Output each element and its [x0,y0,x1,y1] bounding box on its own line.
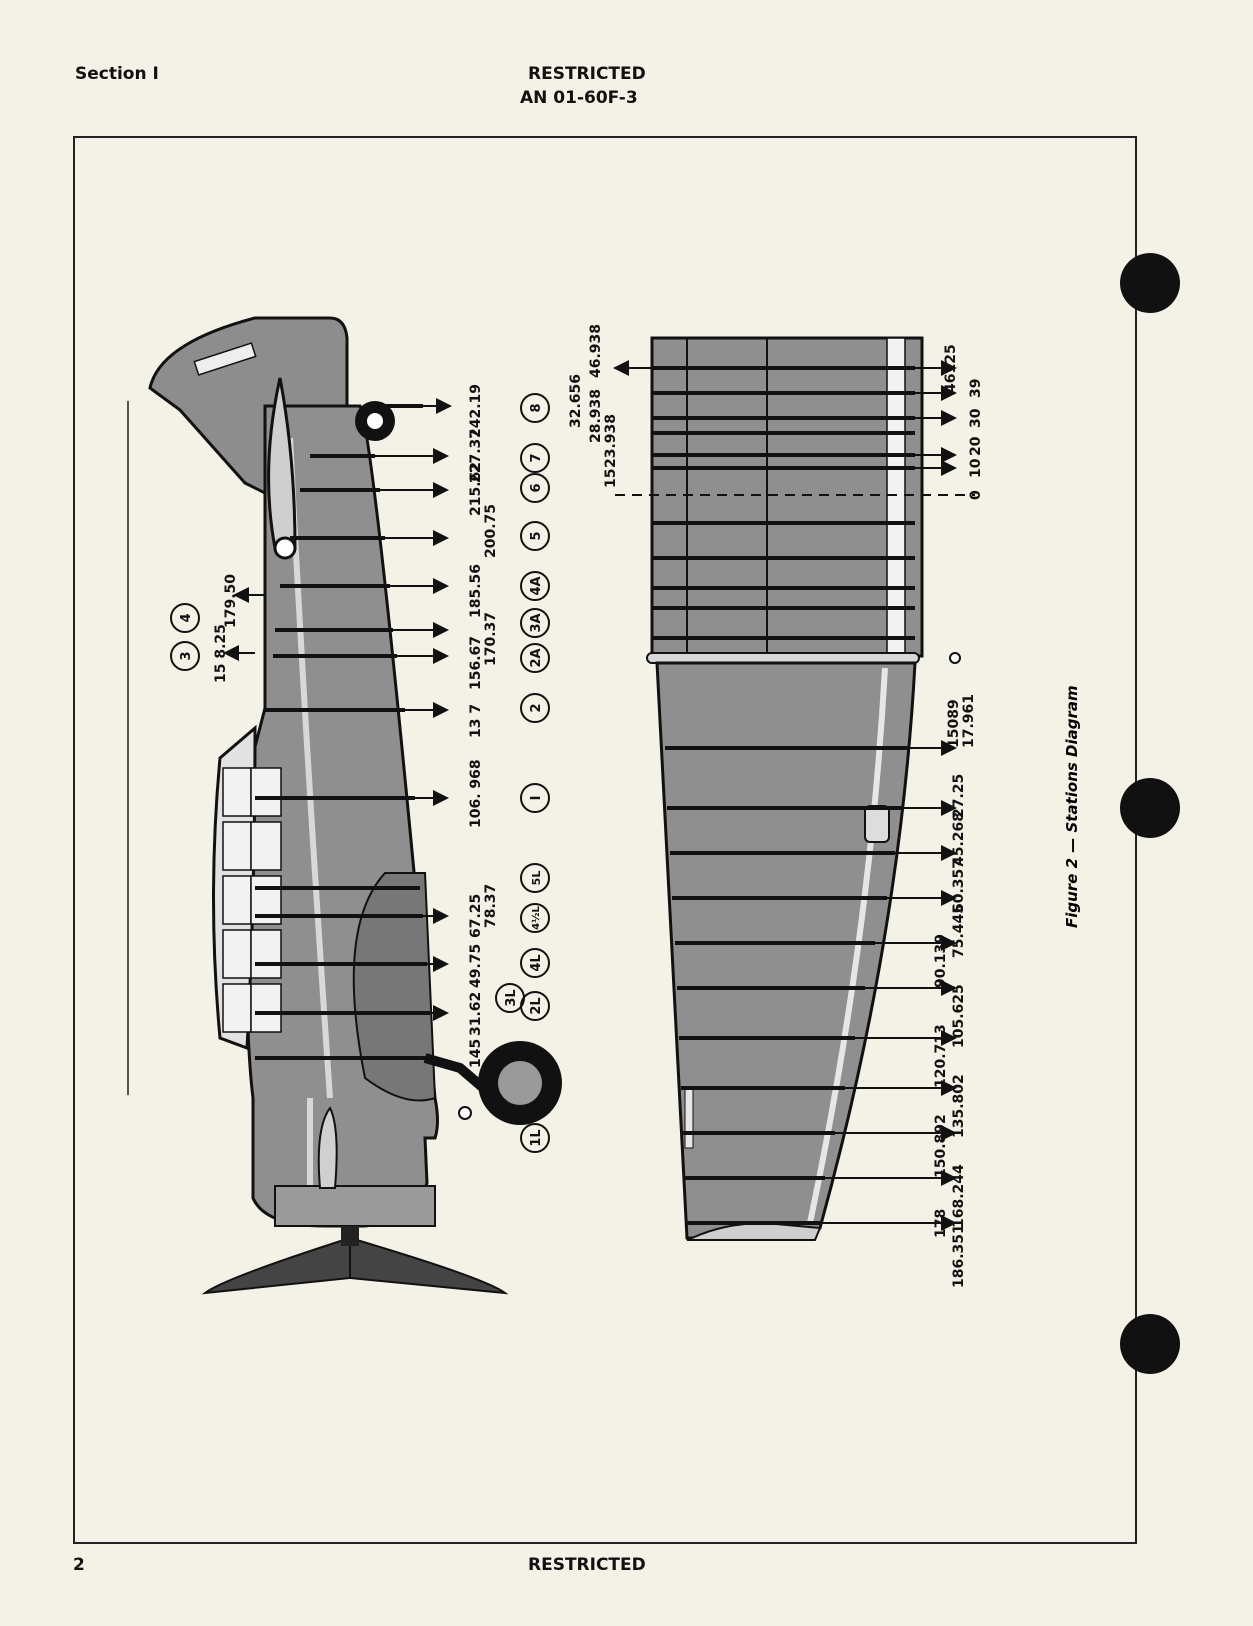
wing-station-value: 60.357 [951,859,967,913]
binder-hole [1120,778,1180,838]
figure-caption: Figure 2 — Stations Diagram [1063,685,1081,928]
wing-station-value: 39 [968,379,984,398]
station-label: 3L [504,989,519,1006]
station-value: 227.37 [468,429,484,483]
wing-station-value: 10 [968,458,984,478]
station-value: 200.75 [483,504,499,558]
station-label: 4 [179,613,194,622]
station-value: 242.19 [468,384,484,438]
wing-station-value: 105.625 [951,984,967,1048]
wing-station-value: 168.244 [951,1164,967,1228]
station-value: 156.67 [468,636,484,690]
station-value: 179.50 [223,574,239,628]
station-label: 3 [179,651,194,660]
wing-station-value: 135.802 [951,1074,967,1138]
wing-station-value: 23.938 [603,414,619,468]
station-label: 4L [529,954,544,971]
wing-station-value: 178 [933,1209,949,1238]
station-marker [520,393,550,423]
station-value: 78.37 [483,884,499,928]
station-value: 145 [468,1039,484,1068]
binder-hole [1120,1314,1180,1374]
page-number: 2 [73,1555,85,1575]
wing-station-value: 120.713 [933,1024,949,1088]
station-label: 5L [530,871,543,886]
station-value: 170.37 [483,612,499,666]
wing-station-value: 20 [968,436,984,456]
stations-diagram: 242.19 227.37 215.62 200.75 185.56 170.3… [127,316,1081,1295]
propeller [201,1236,351,1295]
station-label: 8 [529,403,544,412]
wing-station-value: 17.961 [961,694,977,748]
station-value: 185.56 [468,564,484,618]
wing-station-value: 30 [968,408,984,428]
wing-station-value: 186.351 [951,1224,967,1288]
binder-hole [1120,253,1180,313]
figure-frame: 242.19 227.37 215.62 200.75 185.56 170.3… [73,136,1137,1544]
station-value: 31.62 [468,992,484,1036]
restricted-footer: RESTRICTED [528,1555,646,1575]
station-value: 106. 968 [468,759,484,828]
wing-station-value: 75.445 [951,904,967,958]
station-label: 7 [529,453,544,462]
wing-station-value: 46125 [943,344,959,393]
station-label: 5 [529,531,544,540]
wing-station-value: 15089 [946,699,962,748]
station-label: 4½L [531,906,542,930]
station-label: 2L [529,997,544,1014]
wing-station-value: 28.938 [588,389,604,443]
station-value: 49.75 [468,944,484,988]
station-label: 4A [529,576,544,595]
wing-station-value: 150.892 [933,1114,949,1178]
station-label: I [529,796,544,801]
station-label: 3A [529,613,544,632]
fuselage-side-view [127,316,562,1295]
horizontal-stabilizer [267,377,297,550]
station-label: 6 [529,483,544,492]
station-value: 67.25 [468,894,484,938]
station-label: 1L [529,1129,544,1146]
wing-station-value: 90.139 [933,934,949,988]
wing-station-value: 45.268 [951,812,967,866]
station-value: 15 8.25 [213,624,229,683]
station-value: 215.62 [468,462,484,516]
station-label: 2A [529,648,544,667]
wing-station-value: 15 [603,469,619,488]
wing-station-value: 32.656 [568,374,584,428]
doc-number: AN 01-60F-3 [520,88,638,108]
station-label: 2 [529,703,544,712]
wing-plan-view [613,336,975,1241]
wing-station-value: 0 [968,490,984,500]
section-label: Section I [75,64,159,84]
wing-station-value: 46.938 [588,324,604,378]
station-value: 13 7 [468,704,484,738]
restricted-header: RESTRICTED [528,64,646,84]
wing-station-value: 27.25 [951,774,967,818]
